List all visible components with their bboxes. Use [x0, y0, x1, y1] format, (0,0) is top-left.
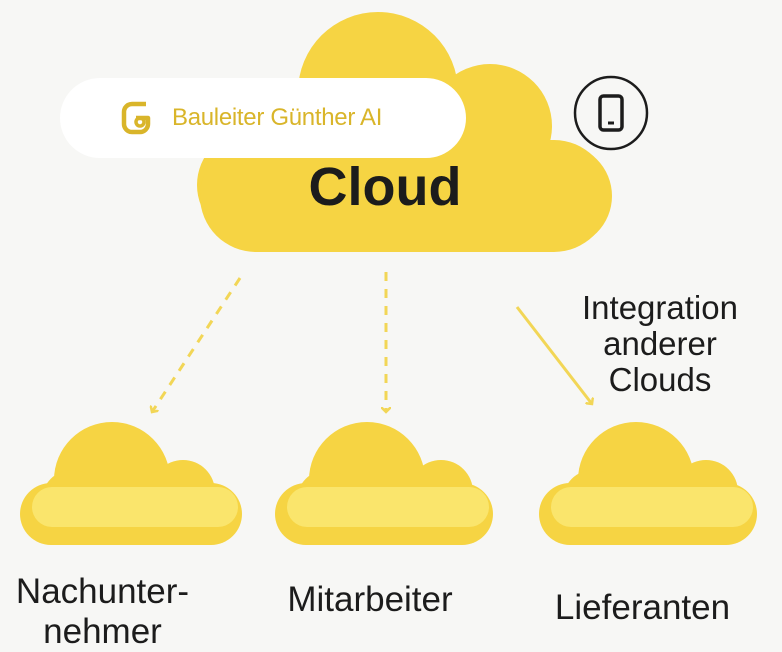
brand-badge: Bauleiter Günther AI — [60, 78, 466, 158]
arrow-to-lieferanten — [515, 306, 592, 404]
brand-logo-icon — [121, 101, 151, 135]
brand-name: Bauleiter Günther AI — [172, 104, 383, 131]
smartphone-icon — [573, 75, 649, 151]
label-nachunternehmer: Nachunter- nehmer — [15, 572, 190, 651]
cloud-lieferanten — [539, 422, 757, 545]
cloud-mitarbeiter — [275, 422, 493, 545]
label-mitarbeiter: Mitarbeiter — [287, 580, 453, 619]
arrow-to-nachunternehmer — [152, 277, 242, 412]
label-lieferanten: Lieferanten — [554, 588, 731, 627]
cloud-nachunternehmer — [20, 422, 242, 545]
integration-note: Integration anderer Clouds — [582, 289, 738, 398]
main-cloud-label: Cloud — [308, 157, 462, 217]
